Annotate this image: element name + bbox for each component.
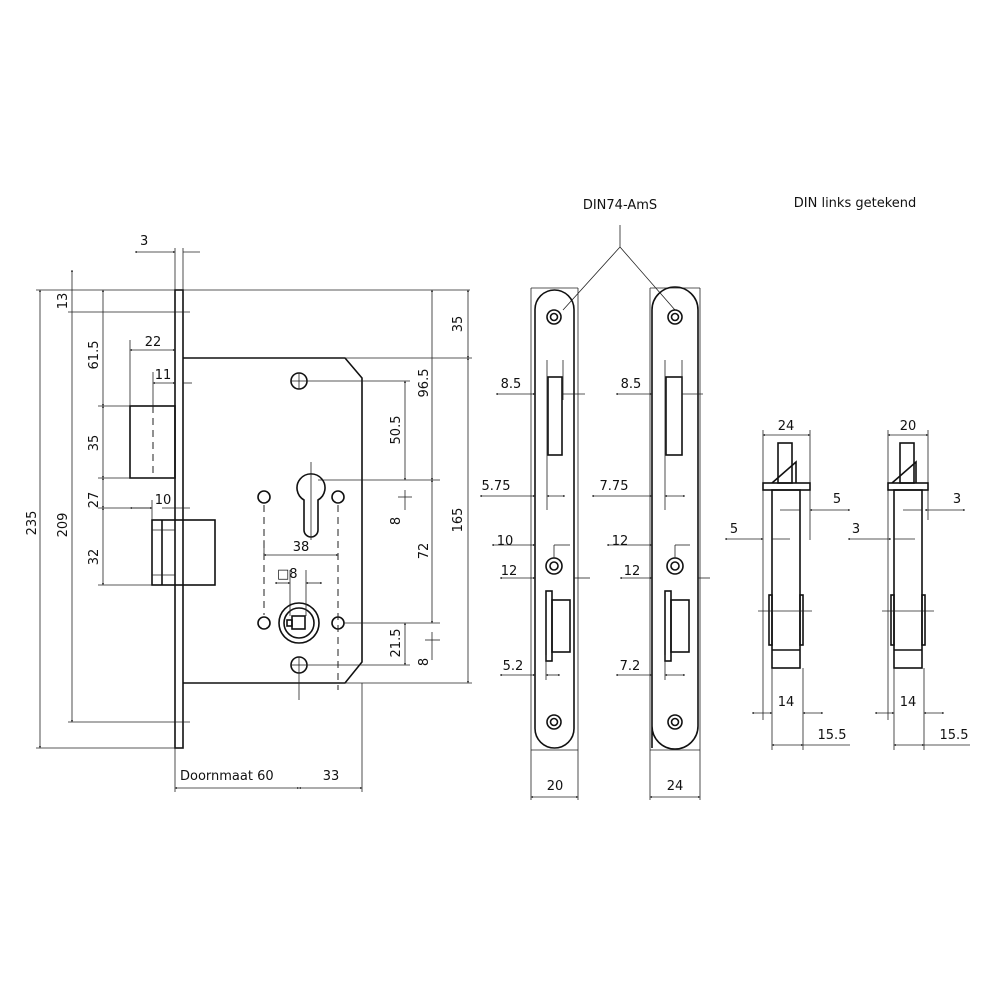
dim-bolt-projection: 10 bbox=[155, 493, 172, 508]
dim-back-depth: 33 bbox=[323, 769, 340, 784]
faceplate bbox=[174, 289, 184, 749]
dim-spindle: □8 bbox=[277, 567, 298, 582]
dim-screw-spacing: 209 bbox=[56, 513, 71, 538]
dim-latch-edge: 7.75 bbox=[600, 479, 629, 494]
dim-depth: 15.5 bbox=[818, 728, 847, 743]
faceplate-20: 8.5 5.75 10 12 5.2 20 bbox=[480, 287, 590, 800]
latch-opening bbox=[547, 376, 563, 456]
latch-bolt bbox=[129, 405, 176, 479]
dim-width: 20 bbox=[900, 419, 917, 434]
dim-bolt-edge: 7.2 bbox=[620, 659, 641, 674]
side-view-20: 20 3 3 14 15.5 bbox=[848, 419, 970, 750]
dim-right-offset: 5 bbox=[833, 492, 841, 507]
dim-screw-to-cylinder: 50.5 bbox=[389, 416, 404, 445]
dim-bolt-edge: 5.2 bbox=[503, 659, 524, 674]
shaft bbox=[771, 489, 801, 669]
dim-cylinder-from-top: 96.5 bbox=[417, 369, 432, 398]
faceplate-outline bbox=[534, 289, 575, 749]
dim-cylinder-tick: 8 bbox=[389, 517, 404, 525]
dim-right-offset: 3 bbox=[953, 492, 961, 507]
side-title: DIN links getekend bbox=[794, 196, 917, 211]
dim-latch-offset: 61.5 bbox=[87, 341, 102, 370]
flange bbox=[762, 482, 811, 491]
flange bbox=[887, 482, 929, 491]
dim-total-height: 235 bbox=[25, 511, 40, 536]
dim-latch: 8.5 bbox=[621, 377, 642, 392]
hole bbox=[545, 557, 563, 575]
dim-hole-bottom: 12 bbox=[501, 564, 518, 579]
screw-hole-bottom bbox=[290, 656, 308, 700]
dim-latch-height: 35 bbox=[87, 435, 102, 452]
cylinder-hole bbox=[296, 473, 326, 538]
dim-hole-top: 10 bbox=[497, 534, 514, 549]
dim-latch: 8.5 bbox=[501, 377, 522, 392]
dim-plate-width: 20 bbox=[547, 779, 564, 794]
latch-opening bbox=[665, 376, 683, 456]
dim-left-offset: 3 bbox=[852, 522, 860, 537]
bolt-opening bbox=[670, 599, 690, 653]
dim-hole-top: 12 bbox=[612, 534, 629, 549]
bolt-opening bbox=[551, 599, 571, 653]
side-view-24: 24 5 5 14 15.5 bbox=[725, 419, 850, 750]
dim-case-top: 35 bbox=[451, 316, 466, 333]
dim-left-offset: 5 bbox=[730, 522, 738, 537]
dim-hole-bottom: 12 bbox=[624, 564, 641, 579]
dim-follower-tick: 8 bbox=[417, 658, 432, 666]
profile-title: DIN74-AmS bbox=[583, 198, 657, 213]
faceplate-24: 8.5 7.75 12 12 7.2 24 bbox=[592, 286, 710, 800]
dim-bolt-height: 32 bbox=[87, 549, 102, 566]
dim-latch-edge: 5.75 bbox=[482, 479, 511, 494]
dim-shaft: 14 bbox=[778, 695, 795, 710]
shaft bbox=[893, 489, 923, 669]
dim-case-height: 165 bbox=[451, 508, 466, 533]
dim-hole-spacing: 38 bbox=[293, 540, 310, 555]
dim-follower-to-screw: 21.5 bbox=[389, 629, 404, 658]
dim-latch-projection: 22 bbox=[145, 335, 162, 350]
mortise-lock-front-view: 3 235 209 13 61.5 35 27 32 22 11 10 35 9… bbox=[25, 234, 472, 792]
dim-width: 24 bbox=[778, 419, 795, 434]
dim-faceplate-thickness: 3 bbox=[140, 234, 148, 249]
dim-depth: 15.5 bbox=[940, 728, 969, 743]
dim-plate-width: 24 bbox=[667, 779, 684, 794]
faceplate-outline bbox=[651, 286, 699, 750]
follower bbox=[278, 602, 320, 644]
dim-cylinder-to-follower: 72 bbox=[417, 543, 432, 560]
lock-case bbox=[183, 357, 363, 684]
dim-backset: Doornmaat 60 bbox=[180, 769, 274, 784]
dim-shaft: 14 bbox=[900, 695, 917, 710]
fixing-holes bbox=[257, 490, 345, 690]
dim-top-offset: 13 bbox=[56, 293, 71, 310]
dim-latch-bevel: 11 bbox=[155, 368, 172, 383]
screw-hole-top bbox=[290, 372, 308, 390]
hole bbox=[666, 557, 684, 575]
dead-bolt bbox=[151, 519, 216, 586]
dim-latch-bolt-gap: 27 bbox=[87, 492, 102, 509]
leader-line bbox=[562, 225, 676, 311]
